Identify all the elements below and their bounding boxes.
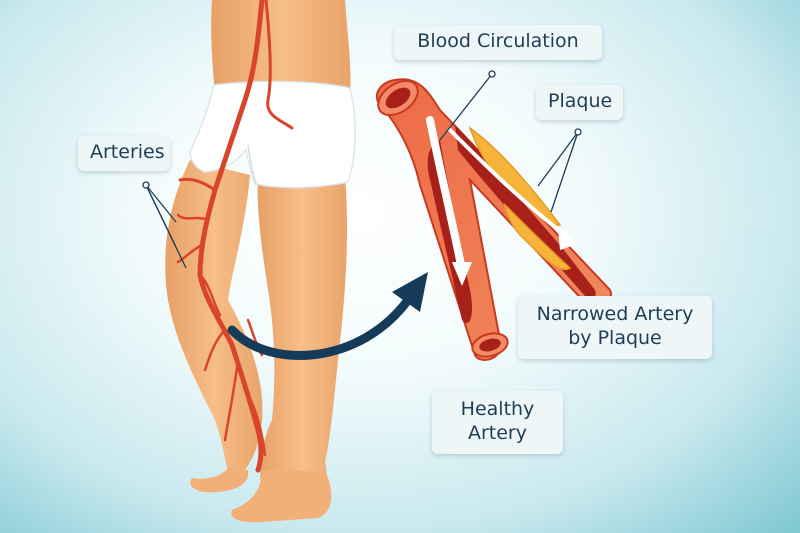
leader-dots bbox=[142, 70, 582, 189]
left-foot bbox=[190, 468, 249, 493]
right-leg bbox=[257, 175, 348, 495]
label-plaque: Plaque bbox=[536, 85, 623, 120]
underwear bbox=[189, 80, 356, 189]
artery-cross-section bbox=[375, 78, 612, 361]
leader-lines bbox=[145, 73, 579, 269]
label-healthy-artery: Healthy Artery bbox=[432, 391, 563, 454]
zoom-arrow bbox=[227, 272, 428, 360]
left-leg bbox=[165, 160, 263, 480]
label-arteries: Arteries bbox=[78, 136, 170, 171]
right-foot bbox=[231, 470, 332, 523]
leg-arteries bbox=[176, 0, 294, 473]
torso bbox=[211, 0, 351, 95]
label-narrowed-artery: Narrowed Artery by Plaque bbox=[518, 296, 712, 359]
plaque-deposit bbox=[503, 202, 572, 271]
label-blood-circulation: Blood Circulation bbox=[394, 25, 602, 60]
